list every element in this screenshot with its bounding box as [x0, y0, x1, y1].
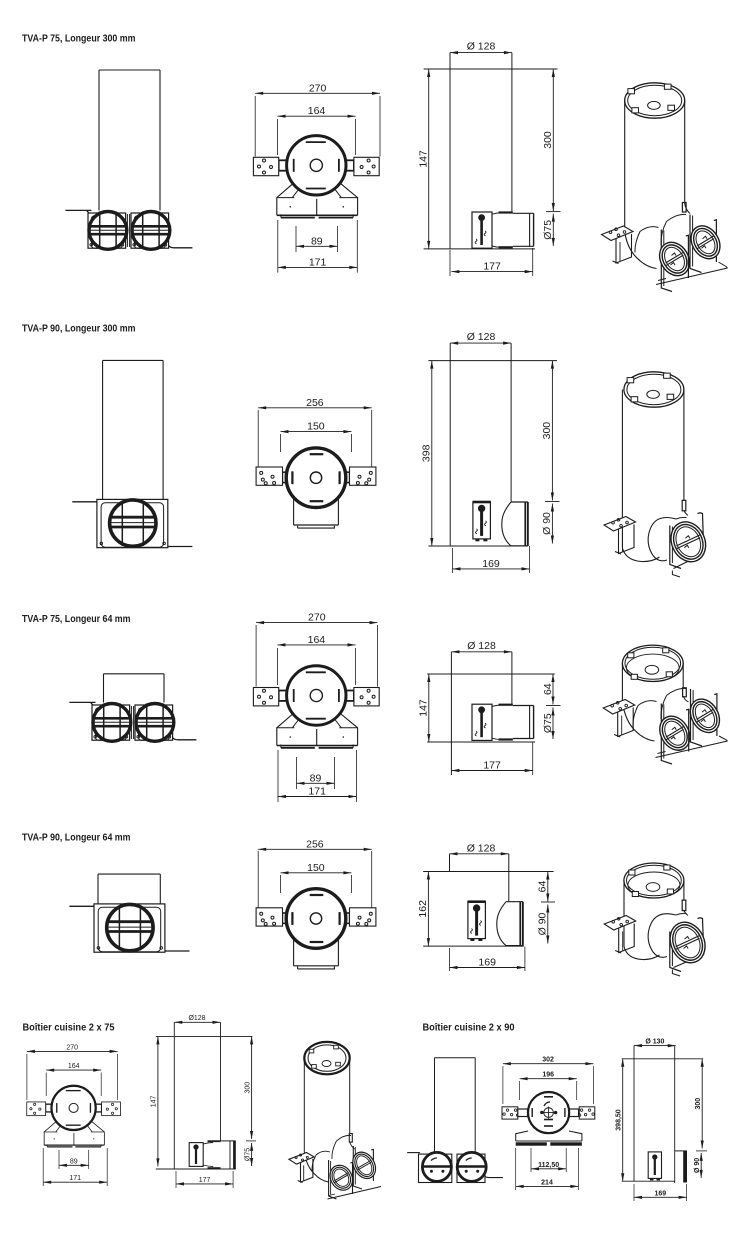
svg-text:169: 169 — [654, 1190, 666, 1197]
svg-text:169: 169 — [482, 558, 500, 570]
svg-text:177: 177 — [199, 1177, 211, 1184]
svg-text:171: 171 — [308, 786, 326, 798]
svg-text:TVA-P 90, Longeur 64 mm: TVA-P 90, Longeur 64 mm — [22, 832, 131, 844]
svg-text:Ø 128: Ø 128 — [467, 842, 496, 854]
svg-text:147: 147 — [151, 1095, 158, 1107]
svg-text:TVA-P 75, Longeur 300 mm: TVA-P 75, Longeur 300 mm — [22, 33, 136, 45]
svg-text:164: 164 — [308, 634, 326, 646]
svg-text:TVA-P 75, Longeur 64 mm: TVA-P 75, Longeur 64 mm — [22, 613, 131, 625]
svg-text:302: 302 — [542, 1057, 554, 1064]
svg-text:89: 89 — [310, 772, 322, 784]
svg-text:270: 270 — [308, 612, 326, 624]
svg-text:398: 398 — [421, 444, 433, 462]
svg-text:Ø 128: Ø 128 — [467, 41, 496, 53]
svg-text:300: 300 — [244, 1082, 251, 1094]
svg-text:Ø 90: Ø 90 — [537, 912, 549, 935]
svg-text:64: 64 — [542, 683, 554, 695]
svg-text:Ø128: Ø128 — [188, 1015, 205, 1022]
svg-text:150: 150 — [307, 421, 325, 433]
svg-text:300: 300 — [542, 131, 554, 149]
svg-text:Ø75: Ø75 — [542, 713, 554, 733]
svg-text:164: 164 — [68, 1063, 80, 1070]
svg-text:89: 89 — [70, 1158, 78, 1165]
svg-text:Boîtier cuisine 2 x 90: Boîtier cuisine 2 x 90 — [423, 1022, 515, 1034]
svg-text:164: 164 — [308, 105, 326, 117]
svg-text:147: 147 — [418, 699, 430, 717]
svg-text:112,50: 112,50 — [538, 1162, 559, 1169]
svg-text:162: 162 — [417, 900, 429, 918]
svg-text:Ø 130: Ø 130 — [645, 1039, 664, 1046]
svg-text:TVA-P 90, Longeur 300 mm: TVA-P 90, Longeur 300 mm — [22, 323, 136, 335]
svg-text:177: 177 — [483, 760, 501, 772]
svg-text:Ø75: Ø75 — [244, 1148, 251, 1161]
svg-text:Ø 90: Ø 90 — [541, 512, 553, 535]
svg-text:89: 89 — [311, 235, 323, 247]
svg-text:171: 171 — [69, 1175, 81, 1182]
svg-text:150: 150 — [307, 862, 325, 874]
svg-text:214: 214 — [541, 1179, 553, 1186]
svg-text:147: 147 — [418, 150, 430, 168]
svg-text:Ø 128: Ø 128 — [467, 331, 496, 343]
svg-text:177: 177 — [483, 261, 501, 273]
svg-text:169: 169 — [478, 957, 496, 969]
svg-text:196: 196 — [542, 1072, 554, 1079]
svg-text:300: 300 — [541, 422, 553, 440]
svg-text:Boîtier cuisine 2 x 75: Boîtier cuisine 2 x 75 — [23, 1022, 115, 1034]
svg-text:Ø 90: Ø 90 — [694, 1158, 701, 1173]
svg-text:171: 171 — [309, 256, 327, 268]
svg-text:256: 256 — [306, 397, 324, 409]
svg-text:256: 256 — [306, 838, 324, 850]
svg-text:300: 300 — [695, 1098, 702, 1110]
svg-text:270: 270 — [66, 1044, 78, 1051]
svg-text:Ø 128: Ø 128 — [467, 640, 496, 652]
svg-text:398,50: 398,50 — [616, 1109, 623, 1131]
svg-text:64: 64 — [537, 881, 549, 893]
svg-text:270: 270 — [309, 82, 327, 94]
svg-text:Ø75: Ø75 — [542, 220, 554, 240]
